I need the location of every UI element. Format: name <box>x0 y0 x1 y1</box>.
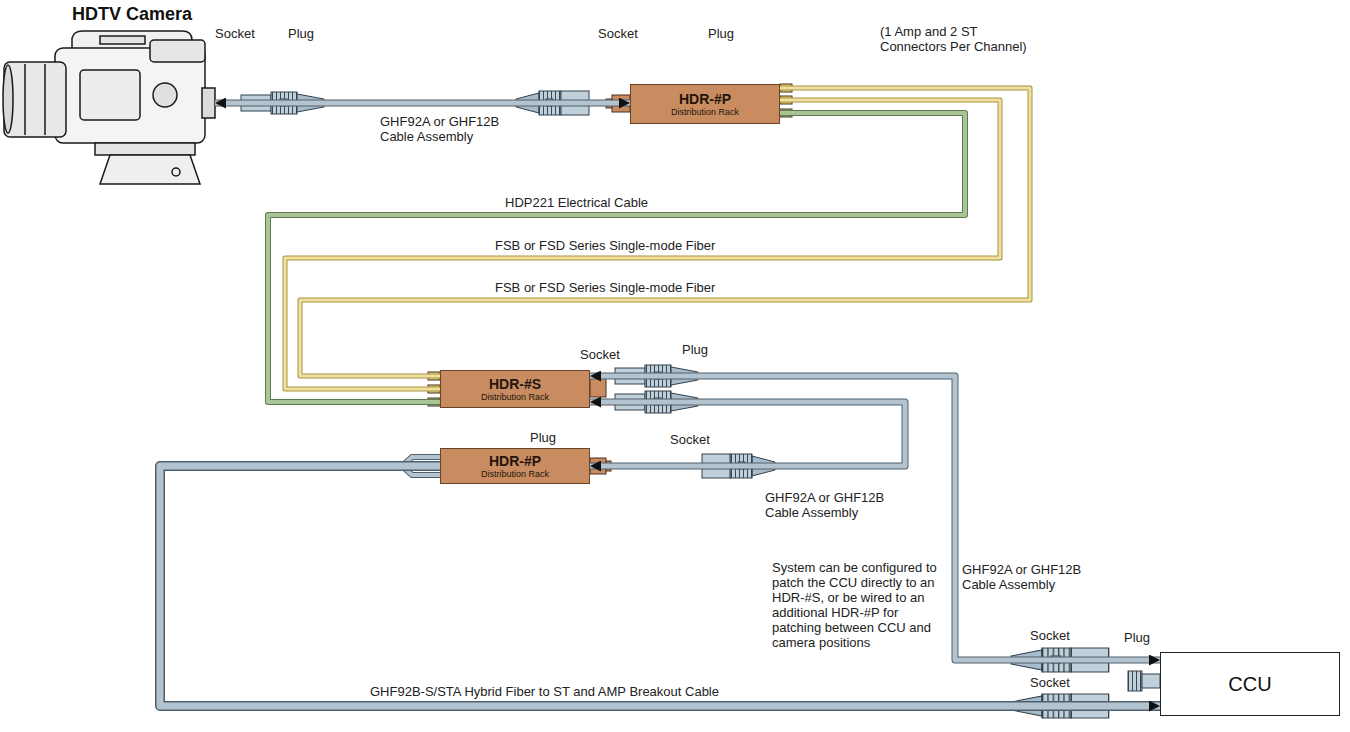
distribution-rack: HDR-#SDistribution Rack <box>440 370 590 408</box>
cable-casing <box>160 466 1160 706</box>
cable-connectors <box>1142 674 1160 688</box>
cable-casing <box>285 100 1000 389</box>
cable <box>160 466 1160 706</box>
node-subtitle: Distribution Rack <box>671 107 739 118</box>
connector-label: Socket <box>670 432 710 447</box>
connector-label: Socket <box>598 26 638 41</box>
note: (1 Amp and 2 ST Connectors Per Channel) <box>880 24 1035 54</box>
connector-label: Plug <box>288 26 314 41</box>
note: System can be configured to patch the CC… <box>772 560 950 650</box>
cable <box>590 376 1160 660</box>
connector-label: Socket <box>580 347 620 362</box>
cable-label: GHF92B-S/STA Hybrid Fiber to ST and AMP … <box>370 684 719 699</box>
connector-label: Socket <box>1030 628 1070 643</box>
cable <box>590 402 905 466</box>
cable <box>215 101 630 106</box>
camera-illustration <box>24 64 26 135</box>
distribution-rack: HDR-#PDistribution Rack <box>630 84 780 124</box>
connector-label: Plug <box>708 26 734 41</box>
cable-label: HDP221 Electrical Cable <box>505 195 648 210</box>
node-title: HDR-#P <box>489 453 541 469</box>
camera-illustration <box>100 36 145 44</box>
cable-casing <box>215 100 630 107</box>
cable <box>285 100 1000 389</box>
node-subtitle: Distribution Rack <box>481 392 549 403</box>
ccu-box: CCU <box>1160 652 1340 716</box>
connector-label: Socket <box>215 26 255 41</box>
cable-label: FSB or FSD Series Single-mode Fiber <box>495 280 715 295</box>
cable-connectors <box>1128 671 1142 691</box>
cable <box>300 88 1030 376</box>
node-title: HDR-#P <box>679 91 731 107</box>
cable-label: GHF92A or GHF12B Cable Assembly <box>765 490 895 520</box>
camera-illustration <box>202 88 215 118</box>
camera-illustration <box>150 40 205 62</box>
node-title: HDTV Camera <box>0 3 215 25</box>
camera-illustration <box>3 31 215 184</box>
camera-illustration <box>3 65 13 133</box>
connector-label: Plug <box>682 342 708 357</box>
cable-label: GHF92A or GHF12B Cable Assembly <box>962 562 1092 592</box>
connector-label: Socket <box>1030 675 1070 690</box>
cable-label: FSB or FSD Series Single-mode Fiber <box>495 238 715 253</box>
camera: HDTV Camera <box>0 3 215 188</box>
rack-ports <box>428 84 792 474</box>
cable-casing <box>300 88 1030 376</box>
cable-casing <box>590 376 1160 660</box>
camera-illustration <box>44 64 46 135</box>
cable-connectors <box>241 91 1160 718</box>
distribution-rack: HDR-#PDistribution Rack <box>440 448 590 484</box>
connector-label: Plug <box>530 430 556 445</box>
camera-illustration <box>100 155 200 184</box>
camera-illustration <box>95 143 195 155</box>
camera-illustration <box>4 62 66 137</box>
camera-illustration <box>153 83 177 107</box>
node-subtitle: Distribution Rack <box>481 469 549 480</box>
camera-illustration <box>172 168 180 176</box>
connector-label: Plug <box>1124 630 1150 645</box>
node-title: HDR-#S <box>489 376 541 392</box>
cable-label: GHF92A or GHF12B Cable Assembly <box>380 114 510 144</box>
node-title: CCU <box>1228 673 1271 696</box>
camera-illustration <box>80 70 140 120</box>
cable-casing <box>590 402 905 466</box>
rack-ports <box>590 377 606 397</box>
